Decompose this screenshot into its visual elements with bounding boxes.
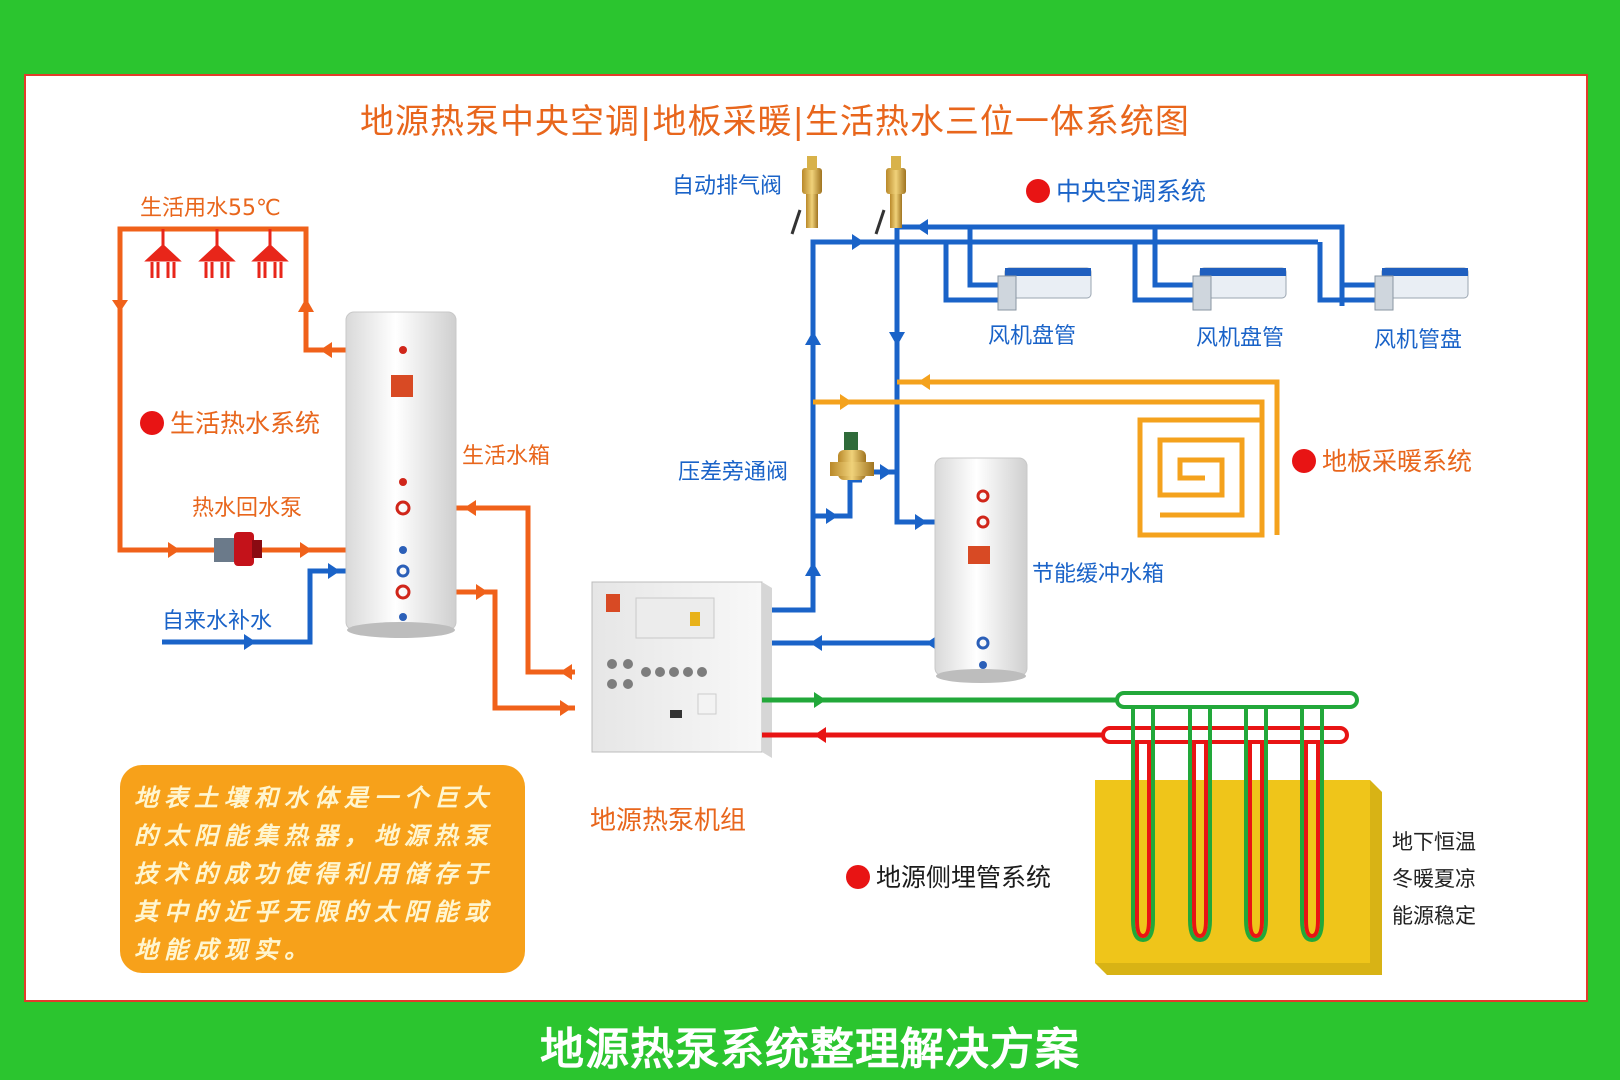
label-domestic-water-temp: 生活用水55℃ [140,196,281,221]
red-dot-icon [140,411,164,435]
label-differential-bypass-valve: 压差旁通阀 [678,460,789,485]
red-dot-icon [1026,179,1050,203]
domestic-water-tank [345,311,457,638]
heat-pump-unit-icon [591,581,772,758]
system-label-ground-loop: 地源侧埋管系统 [846,858,1051,894]
label-fan-coil-2: 风机盘管 [1196,326,1285,351]
red-dot-icon [1292,449,1316,473]
soil-block [1095,780,1382,975]
arrows-hot [112,298,572,716]
label-hot-water-return-pump: 热水回水泵 [192,496,303,521]
info-box: 地表土壤和水体是一个巨大的太阳能集热器，地源热泵技术的成功使得利用储存于其中的近… [120,765,525,973]
bottom-caption: 地源热泵系统整理解决方案 [540,1024,1080,1075]
ground-note: 地下恒温 冬暖夏凉 能源稳定 [1392,824,1476,935]
auto-vent-valve-icons [790,156,906,235]
floor-heating-pipe [813,379,1280,538]
bypass-valve-icon [830,432,874,480]
arrows-ac [805,219,938,651]
label-heat-pump-unit: 地源热泵机组 [590,806,747,836]
buffer-tank [934,457,1028,683]
arrows-tap-water [244,563,340,650]
label-fan-coil-1: 风机盘管 [988,324,1077,349]
arrows-ground [814,692,826,743]
label-tap-water-supply: 自来水补水 [162,609,273,634]
ground-manifolds [1101,691,1359,744]
hot-water-return-pump-icon [214,532,262,566]
system-ground-loop-text: 地源侧埋管系统 [876,863,1052,892]
note-line: 冬暖夏凉 [1392,867,1476,891]
label-domestic-water-tank: 生活水箱 [462,444,551,469]
system-label-domestic-hot-water: 生活热水系统 [140,404,320,440]
system-central-ac-text: 中央空调系统 [1056,177,1207,206]
diagram-title: 地源热泵中央空调|地板采暖|生活热水三位一体系统图 [360,102,1190,142]
fan-coil-unit-icons [997,267,1469,311]
label-fan-coil-3: 风机管盘 [1374,328,1463,353]
system-domestic-hot-water-text: 生活热水系统 [170,409,321,438]
note-line: 地下恒温 [1392,830,1476,854]
red-dot-icon [846,865,870,889]
ground-u-tubes [1131,707,1324,943]
arrows-floor [840,374,930,410]
system-label-floor-heating: 地板采暖系统 [1292,442,1472,478]
label-buffer-tank: 节能缓冲水箱 [1032,562,1165,587]
label-auto-vent-valve: 自动排气阀 [672,174,783,199]
shower-head-icons [144,243,289,278]
note-line: 能源稳定 [1392,904,1476,928]
system-label-central-ac: 中央空调系统 [1026,172,1206,208]
system-floor-heating-text: 地板采暖系统 [1322,447,1473,476]
